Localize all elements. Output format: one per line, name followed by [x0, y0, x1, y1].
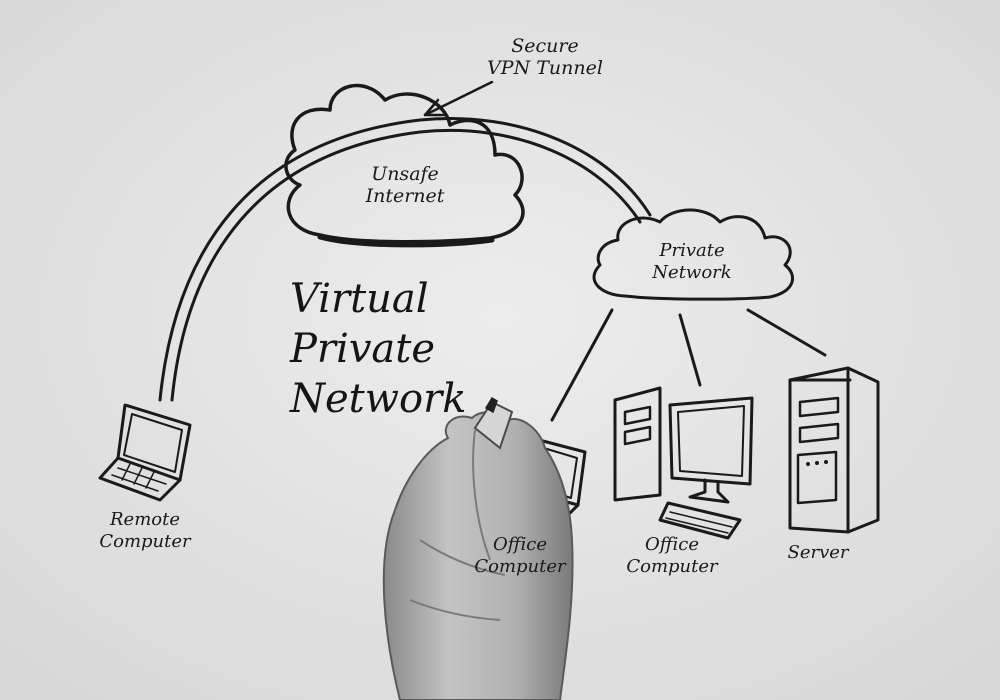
vpn-tunnel: [158, 117, 652, 402]
svg-text:Network: Network: [289, 376, 466, 422]
svg-text:Network: Network: [651, 262, 731, 283]
svg-text:Private: Private: [289, 326, 435, 372]
svg-text:Computer: Computer: [474, 556, 567, 577]
desktop-monitor-icon: [668, 396, 754, 504]
svg-text:Computer: Computer: [626, 556, 719, 577]
private-network-cloud: [592, 208, 795, 301]
label-office-computer-desktop: Office Computer: [626, 534, 719, 577]
svg-text:VPN Tunnel: VPN Tunnel: [487, 57, 603, 79]
svg-text:Office: Office: [493, 534, 547, 555]
svg-text:Private: Private: [658, 240, 724, 261]
label-remote-computer: Remote Computer: [99, 509, 192, 552]
secure-tunnel-arrow: [423, 80, 494, 117]
svg-text:Internet: Internet: [365, 185, 445, 207]
svg-text:Server: Server: [787, 542, 849, 563]
remote-laptop-icon: [98, 403, 192, 502]
svg-text:Office: Office: [645, 534, 699, 555]
label-unsafe-internet: Unsafe Internet: [365, 163, 445, 207]
label-private-network: Private Network: [651, 240, 731, 283]
label-server: Server: [787, 542, 849, 563]
diagram-title: Virtual Private Network: [289, 276, 466, 422]
svg-text:Secure: Secure: [511, 35, 578, 57]
label-secure-vpn-tunnel: Secure VPN Tunnel: [487, 35, 603, 79]
svg-text:Unsafe: Unsafe: [371, 163, 439, 185]
keyboard-icon: [658, 501, 742, 540]
label-office-computer-laptop: Office Computer: [474, 534, 567, 577]
desktop-tower-icon: [613, 386, 662, 502]
server-icon: [788, 366, 880, 534]
hand-with-marker: [382, 396, 574, 700]
private-network-links: [550, 308, 827, 422]
svg-text:Computer: Computer: [99, 531, 192, 552]
unsafe-internet-cloud: [284, 83, 525, 248]
svg-text:Virtual: Virtual: [290, 276, 429, 322]
svg-text:Remote: Remote: [109, 509, 180, 530]
